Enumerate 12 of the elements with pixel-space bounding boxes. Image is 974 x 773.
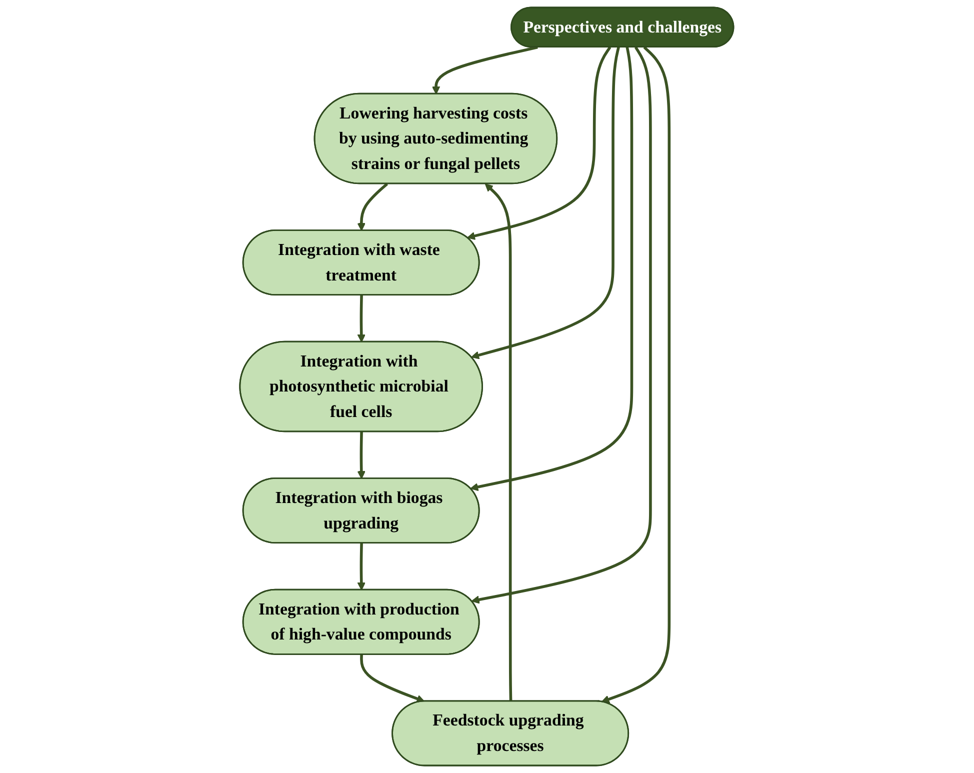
- arrow: [602, 46, 671, 704]
- arrow: [358, 295, 366, 342]
- arrow: [360, 654, 425, 703]
- arrow: [472, 46, 652, 604]
- arrow: [485, 184, 512, 702]
- arrow: [467, 46, 612, 240]
- arrow: [358, 543, 366, 590]
- arrow: [432, 46, 538, 94]
- arrow: [470, 46, 634, 492]
- arrow: [358, 182, 388, 232]
- arrow: [471, 46, 620, 360]
- arrow: [358, 432, 366, 480]
